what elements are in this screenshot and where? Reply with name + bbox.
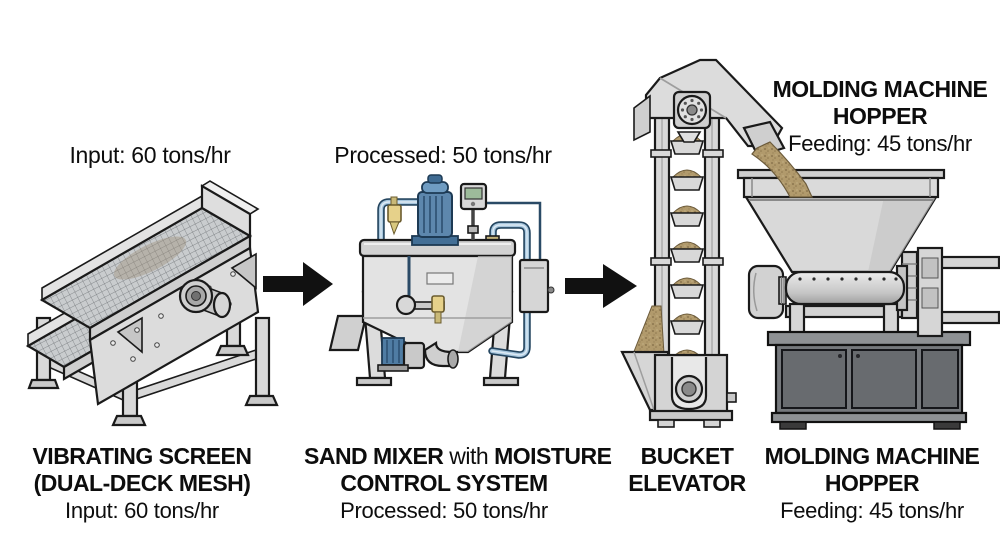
caption-line: MOLDING MACHINE xyxy=(764,443,980,469)
vibrating-screen-caption: VIBRATING SCREEN (DUAL-DECK MESH) Input:… xyxy=(2,443,282,524)
caption-line: ELEVATOR xyxy=(628,470,746,496)
caption-line: BUCKET xyxy=(640,443,734,469)
flow-arrow-icon xyxy=(263,262,333,306)
flow-arrow-icon xyxy=(565,264,637,308)
bucket-elevator-caption: BUCKET ELEVATOR xyxy=(607,443,767,497)
molding-machine-top-rate-label: Feeding: 45 tons/hr xyxy=(788,131,972,156)
caption-bold-segment: SAND MIXER xyxy=(304,443,450,469)
sand-mixer-rate-label: Processed: 50 tons/hr xyxy=(334,142,552,168)
molding-machine-top-label: MOLDING MACHINE HOPPER Feeding: 45 tons/… xyxy=(760,76,1000,157)
vibrating-screen-illustration xyxy=(25,180,279,427)
caption-rate: Feeding: 45 tons/hr xyxy=(780,498,964,523)
bucket-elevator-illustration xyxy=(620,58,813,428)
caption-rate: Processed: 50 tons/hr xyxy=(340,498,548,523)
caption-rate: Input: 60 tons/hr xyxy=(65,498,219,523)
molding-machine-caption: MOLDING MACHINE HOPPER Feeding: 45 tons/… xyxy=(732,443,1000,524)
caption-bold-segment: MOISTURE xyxy=(494,443,612,469)
vibrating-screen-rate-label: Input: 60 tons/hr xyxy=(69,142,231,168)
molding-machine-top-label-line2: HOPPER xyxy=(832,103,928,129)
molding-machine-illustration xyxy=(736,168,1000,430)
sand-mixer-caption: SAND MIXER with MOISTURE CONTROL SYSTEM … xyxy=(304,443,612,524)
caption-line: CONTROL SYSTEM xyxy=(340,470,548,496)
caption-line: HOPPER xyxy=(824,470,920,496)
sand-mixer-illustration xyxy=(328,174,555,387)
caption-line: SAND MIXER with MOISTURE xyxy=(304,443,612,470)
caption-line: VIBRATING SCREEN xyxy=(32,443,252,469)
molding-machine-top-label-line1: MOLDING MACHINE xyxy=(772,76,988,102)
caption-regular-segment: with xyxy=(449,443,495,469)
caption-line: (DUAL-DECK MESH) xyxy=(33,470,251,496)
